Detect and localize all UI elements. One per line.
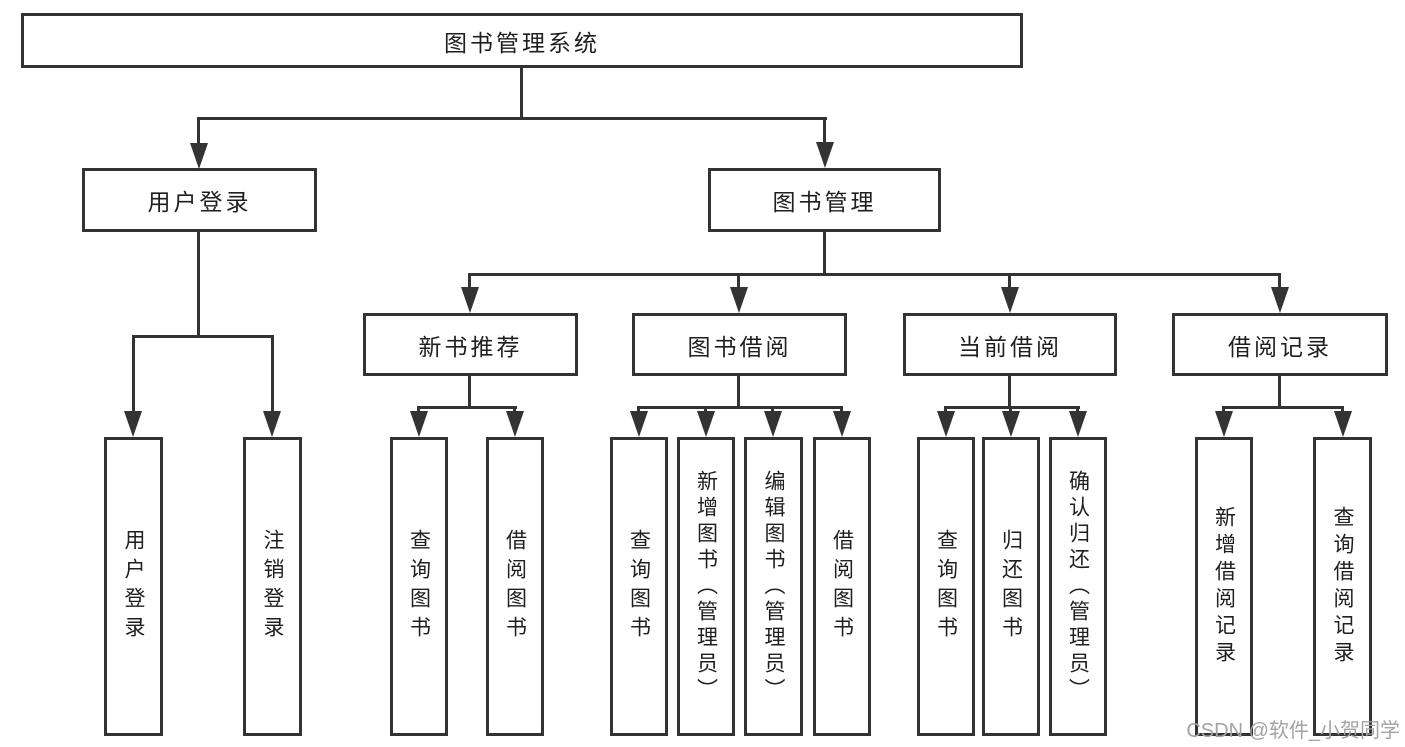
- connector-borrow-records-trunk: [1278, 376, 1281, 409]
- arrow-to-leaf-return-book: [1002, 411, 1020, 437]
- leaf-add-book-admin: 新增图书（管理员）: [677, 437, 735, 736]
- leaf-user-login-label: 用户登录: [122, 528, 146, 645]
- arrow-to-leaf-borrow-book-1: [506, 411, 524, 437]
- arrow-to-leaf-query-book-3: [937, 411, 955, 437]
- connector-new-book-trunk: [468, 376, 471, 409]
- arrow-to-book-borrow: [730, 287, 748, 313]
- arrow-to-leaf-confirm-return: [1069, 411, 1087, 437]
- arrow-to-leaf-query-book-1: [410, 411, 428, 437]
- leaf-borrow-book-2-label: 借阅图书: [830, 528, 854, 645]
- arrow-to-borrow-records: [1271, 287, 1289, 313]
- node-book-borrow-label: 图书借阅: [687, 333, 792, 360]
- leaf-query-book-3: 查询图书: [917, 437, 975, 736]
- connector-stub-new-book: [468, 273, 471, 293]
- connector-book-management-trunk: [823, 232, 826, 276]
- leaf-edit-book-admin-label: 编辑图书（管理员）: [762, 469, 786, 704]
- leaf-edit-book-admin: 编辑图书（管理员）: [744, 437, 803, 736]
- leaf-query-book-1: 查询图书: [390, 437, 448, 736]
- node-root-label: 图书管理系统: [444, 29, 600, 56]
- leaf-logout-label: 注销登录: [261, 528, 285, 645]
- leaf-query-book-1-label: 查询图书: [407, 528, 431, 645]
- leaf-add-borrow-record-label: 新增借阅记录: [1212, 505, 1236, 668]
- leaf-logout: 注销登录: [243, 437, 302, 736]
- connector-stub-book-borrow: [737, 273, 740, 293]
- connector-root-trunk: [520, 68, 523, 120]
- leaf-add-book-admin-label: 新增图书（管理员）: [694, 469, 718, 704]
- leaf-query-book-2-label: 查询图书: [627, 528, 651, 645]
- arrow-to-user-login: [190, 143, 208, 169]
- node-user-login: 用户登录: [82, 168, 317, 232]
- arrow-to-new-book: [461, 287, 479, 313]
- arrow-to-leaf-query-borrow-record: [1334, 411, 1352, 437]
- connector-book-borrow-rail: [637, 406, 843, 409]
- leaf-confirm-return-admin-label: 确认归还（管理员）: [1066, 469, 1090, 704]
- connector-current-borrow-trunk: [1008, 376, 1011, 409]
- node-book-management-label: 图书管理: [772, 189, 877, 215]
- leaf-query-borrow-record: 查询借阅记录: [1313, 437, 1372, 736]
- arrow-to-leaf-add-book: [697, 411, 715, 437]
- node-new-book-recommend: 新书推荐: [363, 313, 578, 376]
- leaf-add-borrow-record: 新增借阅记录: [1195, 437, 1253, 736]
- node-current-borrow: 当前借阅: [903, 313, 1117, 376]
- node-user-login-label: 用户登录: [147, 189, 252, 215]
- connector-stub-leaf-user-login: [132, 335, 135, 415]
- leaf-return-book: 归还图书: [982, 437, 1040, 736]
- leaf-query-book-2: 查询图书: [610, 437, 668, 736]
- arrow-to-leaf-query-book-2: [630, 411, 648, 437]
- arrow-to-leaf-edit-book: [764, 411, 782, 437]
- leaf-confirm-return-admin: 确认归还（管理员）: [1049, 437, 1107, 736]
- arrow-to-book-management: [816, 142, 834, 168]
- node-new-book-recommend-label: 新书推荐: [418, 333, 523, 360]
- connector-stub-book-management: [823, 117, 826, 147]
- connector-root-rail: [197, 117, 827, 120]
- connector-stub-user-login: [197, 117, 200, 147]
- node-book-borrow: 图书借阅: [632, 313, 847, 376]
- csdn-watermark: CSDN @软件_小贺同学: [1186, 720, 1400, 742]
- node-current-borrow-label: 当前借阅: [958, 333, 1062, 360]
- connector-user-login-rail: [132, 335, 274, 338]
- connector-book-management-rail: [468, 273, 1281, 276]
- connector-stub-leaf-logout: [271, 335, 274, 415]
- node-borrow-records: 借阅记录: [1172, 313, 1388, 376]
- leaf-return-book-label: 归还图书: [999, 528, 1023, 645]
- arrow-to-leaf-add-borrow-record: [1215, 411, 1233, 437]
- leaf-query-borrow-record-label: 查询借阅记录: [1331, 505, 1355, 668]
- connector-borrow-records-rail: [1222, 406, 1344, 409]
- leaf-borrow-book-1: 借阅图书: [486, 437, 544, 736]
- connector-stub-borrow-records: [1278, 273, 1281, 293]
- arrow-to-leaf-borrow-book-2: [833, 411, 851, 437]
- leaf-user-login: 用户登录: [104, 437, 163, 736]
- arrow-to-current-borrow: [1001, 287, 1019, 313]
- leaf-borrow-book-1-label: 借阅图书: [503, 528, 527, 645]
- connector-user-login-trunk: [197, 232, 200, 338]
- connector-current-borrow-rail: [944, 406, 1080, 409]
- arrow-to-leaf-logout: [263, 411, 281, 437]
- leaf-borrow-book-2: 借阅图书: [813, 437, 871, 736]
- node-borrow-records-label: 借阅记录: [1228, 333, 1332, 360]
- leaf-query-book-3-label: 查询图书: [934, 528, 958, 645]
- connector-stub-current-borrow: [1008, 273, 1011, 293]
- node-book-management: 图书管理: [708, 168, 941, 232]
- connector-book-borrow-trunk: [737, 376, 740, 409]
- connector-new-book-rail: [417, 406, 517, 409]
- node-root: 图书管理系统: [21, 13, 1023, 68]
- arrow-to-leaf-user-login: [124, 411, 142, 437]
